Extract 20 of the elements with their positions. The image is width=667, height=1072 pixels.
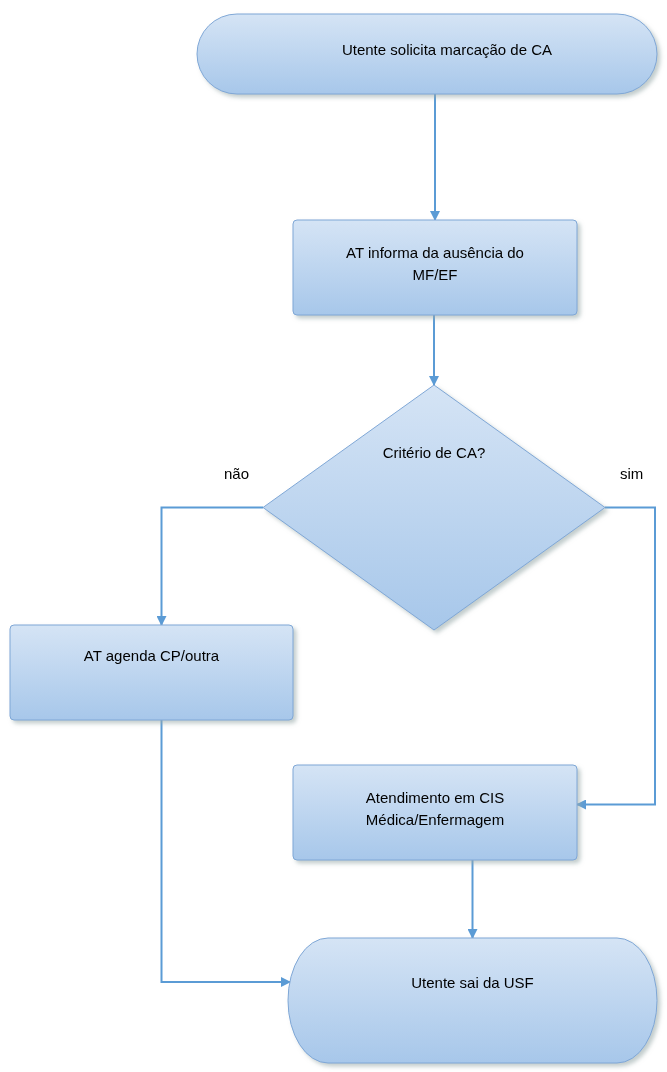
process-box xyxy=(10,625,293,720)
arrow xyxy=(576,506,656,810)
node-text: Atendimento em CIS Médica/Enfermagem xyxy=(364,788,506,830)
decision-diamond xyxy=(263,385,605,630)
terminator-shape xyxy=(288,938,657,1063)
process-box xyxy=(293,765,577,860)
process-box xyxy=(293,220,577,315)
edge-label: sim xyxy=(618,465,646,482)
arrow xyxy=(160,719,291,987)
node-text: Critério de CA? xyxy=(382,443,486,464)
node-text: AT informa da ausência do MF/EF xyxy=(345,243,525,285)
node-text: AT agenda CP/outra xyxy=(83,646,220,667)
terminator-shape xyxy=(197,14,657,94)
arrow xyxy=(156,506,264,626)
edge-label: não xyxy=(222,465,252,482)
node-text: Utente sai da USF xyxy=(411,973,534,994)
node-text: Utente solicita marcação de CA xyxy=(341,40,553,61)
arrow xyxy=(429,314,439,386)
arrow xyxy=(430,93,440,221)
arrow xyxy=(467,859,478,939)
